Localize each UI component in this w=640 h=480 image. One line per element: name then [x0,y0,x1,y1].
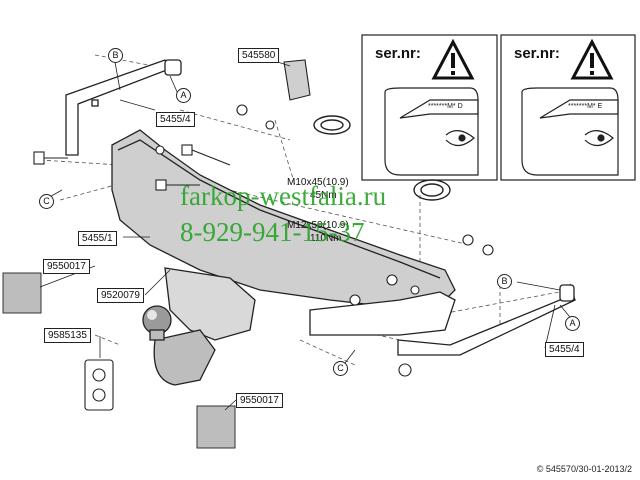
callout-c-left: C [39,194,54,209]
copyright-text: © 545570/30-01-2013/2 [536,464,632,474]
part-label-545580: 545580 [238,48,280,63]
serial-label-left: ser.nr: [375,45,421,62]
part-label-5455-4-top: 5455/4 [156,112,195,127]
callout-a-right: A [565,316,580,331]
electrical-socket-bottom-icon [196,405,236,449]
part-label-9550017-left: 9550017 [43,259,90,274]
torque-value-1: 45Nm [310,190,337,201]
socket-seal-rings [313,115,451,201]
watermark-phone: 8-929-941-15-37 [180,217,365,247]
part-label-9550017-bottom: 9550017 [236,393,283,408]
serial-plate-right [521,87,619,176]
mounting-bracket-right [397,283,576,356]
warning-icon [570,38,614,80]
warning-icon [431,38,475,80]
serial-label-right: ser.nr: [514,45,560,62]
torque-value-2: 110Nm [310,233,342,244]
bolt-icons [33,104,494,377]
serial-plate-left [384,87,479,176]
part-9585135-icon [84,359,114,411]
watermark-site: farkop-westfalia.ru [180,181,387,211]
serial-plate-text-left: *******M* D [428,103,463,110]
callout-b-top: B [108,48,123,63]
part-label-5455-1: 5455/1 [78,231,117,246]
part-545580-icon [283,59,311,101]
torque-spec-2: M12x50(10.9) [287,220,349,231]
torque-spec-1: M10x45(10.9) [287,177,349,188]
electrical-socket-left-icon [2,272,42,314]
callout-c-bottom: C [333,361,348,376]
part-label-9585135: 9585135 [44,328,91,343]
part-label-9520079: 9520079 [97,288,144,303]
main-crossbar [111,129,456,336]
serial-plate-text-right: *******M* E [568,103,603,110]
mounting-bracket-left [65,59,182,156]
tow-ball-assembly [142,267,256,386]
callout-a-top: A [176,88,191,103]
part-label-5455-4-right: 5455/4 [545,342,584,357]
callout-b-right: B [497,274,512,289]
